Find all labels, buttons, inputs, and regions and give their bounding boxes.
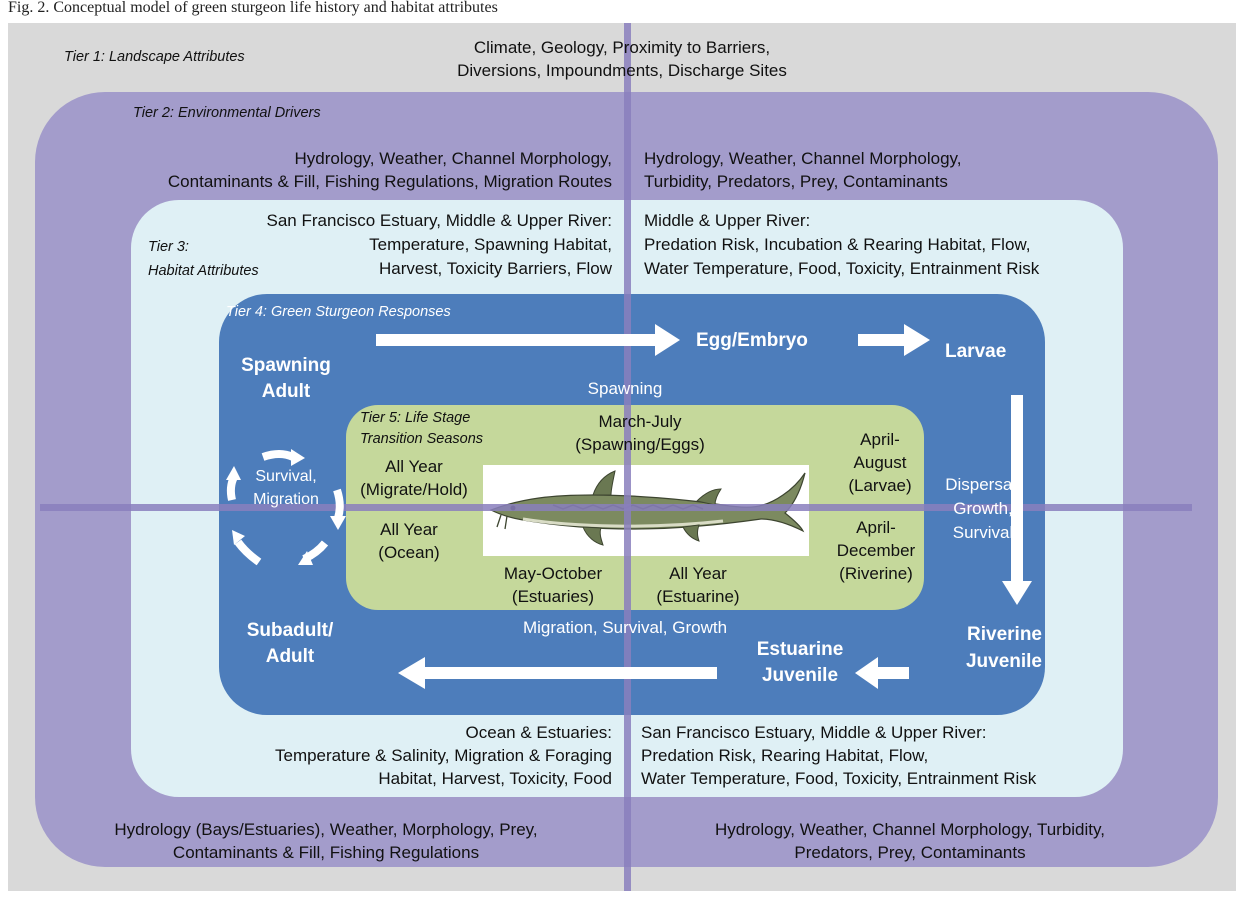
season-estuaries-line2: (Estuaries) bbox=[511, 587, 595, 606]
tier3-label-line2: Habitat Attributes bbox=[148, 263, 259, 279]
stage-subadult-adult-line1: Subadult/ bbox=[246, 620, 334, 641]
season-larvae-line1: April- bbox=[860, 430, 900, 449]
horizontal-divider bbox=[40, 504, 1192, 511]
season-spawning-eggs-line1: March-July bbox=[598, 412, 682, 431]
season-ocean-line1: All Year bbox=[380, 520, 438, 539]
tier3-top-right-line2: Predation Risk, Incubation & Rearing Hab… bbox=[644, 235, 1031, 254]
tier3-bottom-left-line3: Habitat, Harvest, Toxicity, Food bbox=[378, 769, 612, 788]
tier1-attributes-line2: Diversions, Impoundments, Discharge Site… bbox=[457, 61, 787, 80]
tier3-bottom-right-line3: Water Temperature, Food, Toxicity, Entra… bbox=[641, 769, 1037, 788]
tier5-label-line2: Transition Seasons bbox=[360, 431, 484, 447]
tier3-bottom-left-line2: Temperature & Salinity, Migration & Fora… bbox=[274, 746, 612, 765]
stage-spawning-adult-line2: Adult bbox=[261, 381, 311, 402]
tier3-top-left-line2: Temperature, Spawning Habitat, bbox=[369, 235, 612, 254]
tier1-attributes-line1: Climate, Geology, Proximity to Barriers, bbox=[473, 38, 771, 57]
season-migrate-hold-line1: All Year bbox=[385, 457, 443, 476]
tier2-bottom-left-line2: Contaminants & Fill, Fishing Regulations bbox=[172, 843, 480, 862]
tier3-bottom-right-line2: Predation Risk, Rearing Habitat, Flow, bbox=[641, 746, 929, 765]
tier2-top-left-line1: Hydrology, Weather, Channel Morphology, bbox=[294, 149, 612, 168]
tier3-top-left-line3: Harvest, Toxicity Barriers, Flow bbox=[378, 259, 612, 278]
cycle-arrow-icon bbox=[234, 539, 262, 566]
arrow-right-icon bbox=[858, 324, 930, 356]
tier3-top-left-line1: San Francisco Estuary, Middle & Upper Ri… bbox=[266, 211, 612, 230]
tier4-label: Tier 4: Green Sturgeon Responses bbox=[226, 304, 451, 320]
process-dispersal-line3: Survival bbox=[952, 523, 1014, 542]
cycle-arrow-icon bbox=[333, 488, 344, 520]
stage-egg-embryo: Egg/Embryo bbox=[696, 330, 808, 351]
tier3-label-line1: Tier 3: bbox=[148, 239, 189, 255]
vertical-divider bbox=[624, 23, 631, 891]
figure-caption: Fig. 2. Conceptual model of green sturge… bbox=[8, 0, 498, 16]
process-dispersal-line2: Growth, bbox=[953, 499, 1013, 518]
arrow-left-icon bbox=[398, 657, 717, 689]
tier3-top-right-line3: Water Temperature, Food, Toxicity, Entra… bbox=[644, 259, 1040, 278]
stage-spawning-adult-line1: Spawning bbox=[241, 355, 331, 376]
season-ocean-line2: (Ocean) bbox=[378, 543, 440, 562]
cycle-arrow-icon bbox=[261, 450, 295, 461]
stage-riverine-juvenile-line1: Riverine bbox=[967, 624, 1042, 645]
tier2-top-left-line2: Contaminants & Fill, Fishing Regulations… bbox=[167, 172, 612, 191]
stage-riverine-juvenile-line2: Juvenile bbox=[965, 651, 1042, 672]
season-spawning-eggs-line2: (Spawning/Eggs) bbox=[575, 435, 705, 454]
tier5-label-line1: Tier 5: Life Stage bbox=[360, 410, 471, 426]
stage-estuarine-juvenile-line1: Estuarine bbox=[756, 639, 844, 660]
season-estuaries-line1: May-October bbox=[503, 564, 603, 583]
stage-larvae: Larvae bbox=[945, 341, 1007, 362]
tier2-bottom-right-line2: Predators, Prey, Contaminants bbox=[794, 843, 1026, 862]
tier3-bottom-right-line1: San Francisco Estuary, Middle & Upper Ri… bbox=[641, 723, 987, 742]
season-larvae-line2: August bbox=[853, 453, 907, 472]
tier2-top-right-line2: Turbidity, Predators, Prey, Contaminants bbox=[644, 172, 948, 191]
stage-subadult-adult-line2: Adult bbox=[265, 646, 315, 667]
season-riverine-line3: (Riverine) bbox=[839, 564, 913, 583]
process-migration-survival-growth: Migration, Survival, Growth bbox=[522, 618, 728, 637]
cycle-arrowheads bbox=[226, 449, 346, 565]
tier1-label: Tier 1: Landscape Attributes bbox=[64, 49, 245, 65]
tier2-bottom-right-line1: Hydrology, Weather, Channel Morphology, … bbox=[715, 820, 1105, 839]
season-migrate-hold-line2: (Migrate/Hold) bbox=[360, 480, 468, 499]
arrow-right-icon bbox=[376, 324, 680, 356]
process-survival-line1: Survival, bbox=[255, 468, 317, 485]
process-dispersal-line1: Dispersal, bbox=[945, 475, 1021, 494]
tier3-top-right-line1: Middle & Upper River: bbox=[644, 211, 811, 230]
tier3-bottom-left-line1: Ocean & Estuaries: bbox=[465, 723, 612, 742]
season-estuarine-line1: All Year bbox=[669, 564, 727, 583]
tier2-bottom-left-line1: Hydrology (Bays/Estuaries), Weather, Mor… bbox=[114, 820, 538, 839]
flow-arrows bbox=[376, 324, 1032, 689]
season-larvae-line3: (Larvae) bbox=[848, 476, 912, 495]
process-spawning: Spawning bbox=[587, 379, 663, 398]
arrow-left-icon bbox=[855, 657, 909, 689]
arrow-down-icon bbox=[1002, 395, 1032, 605]
process-survival-line2: Migration bbox=[253, 491, 319, 508]
season-estuarine-line2: (Estuarine) bbox=[656, 587, 740, 606]
season-riverine-line1: April- bbox=[856, 518, 896, 537]
stage-estuarine-juvenile-line2: Juvenile bbox=[761, 665, 839, 686]
season-riverine-line2: December bbox=[836, 541, 916, 560]
tier2-label: Tier 2: Environmental Drivers bbox=[133, 105, 321, 121]
tier2-top-right-line1: Hydrology, Weather, Channel Morphology, bbox=[644, 149, 962, 168]
